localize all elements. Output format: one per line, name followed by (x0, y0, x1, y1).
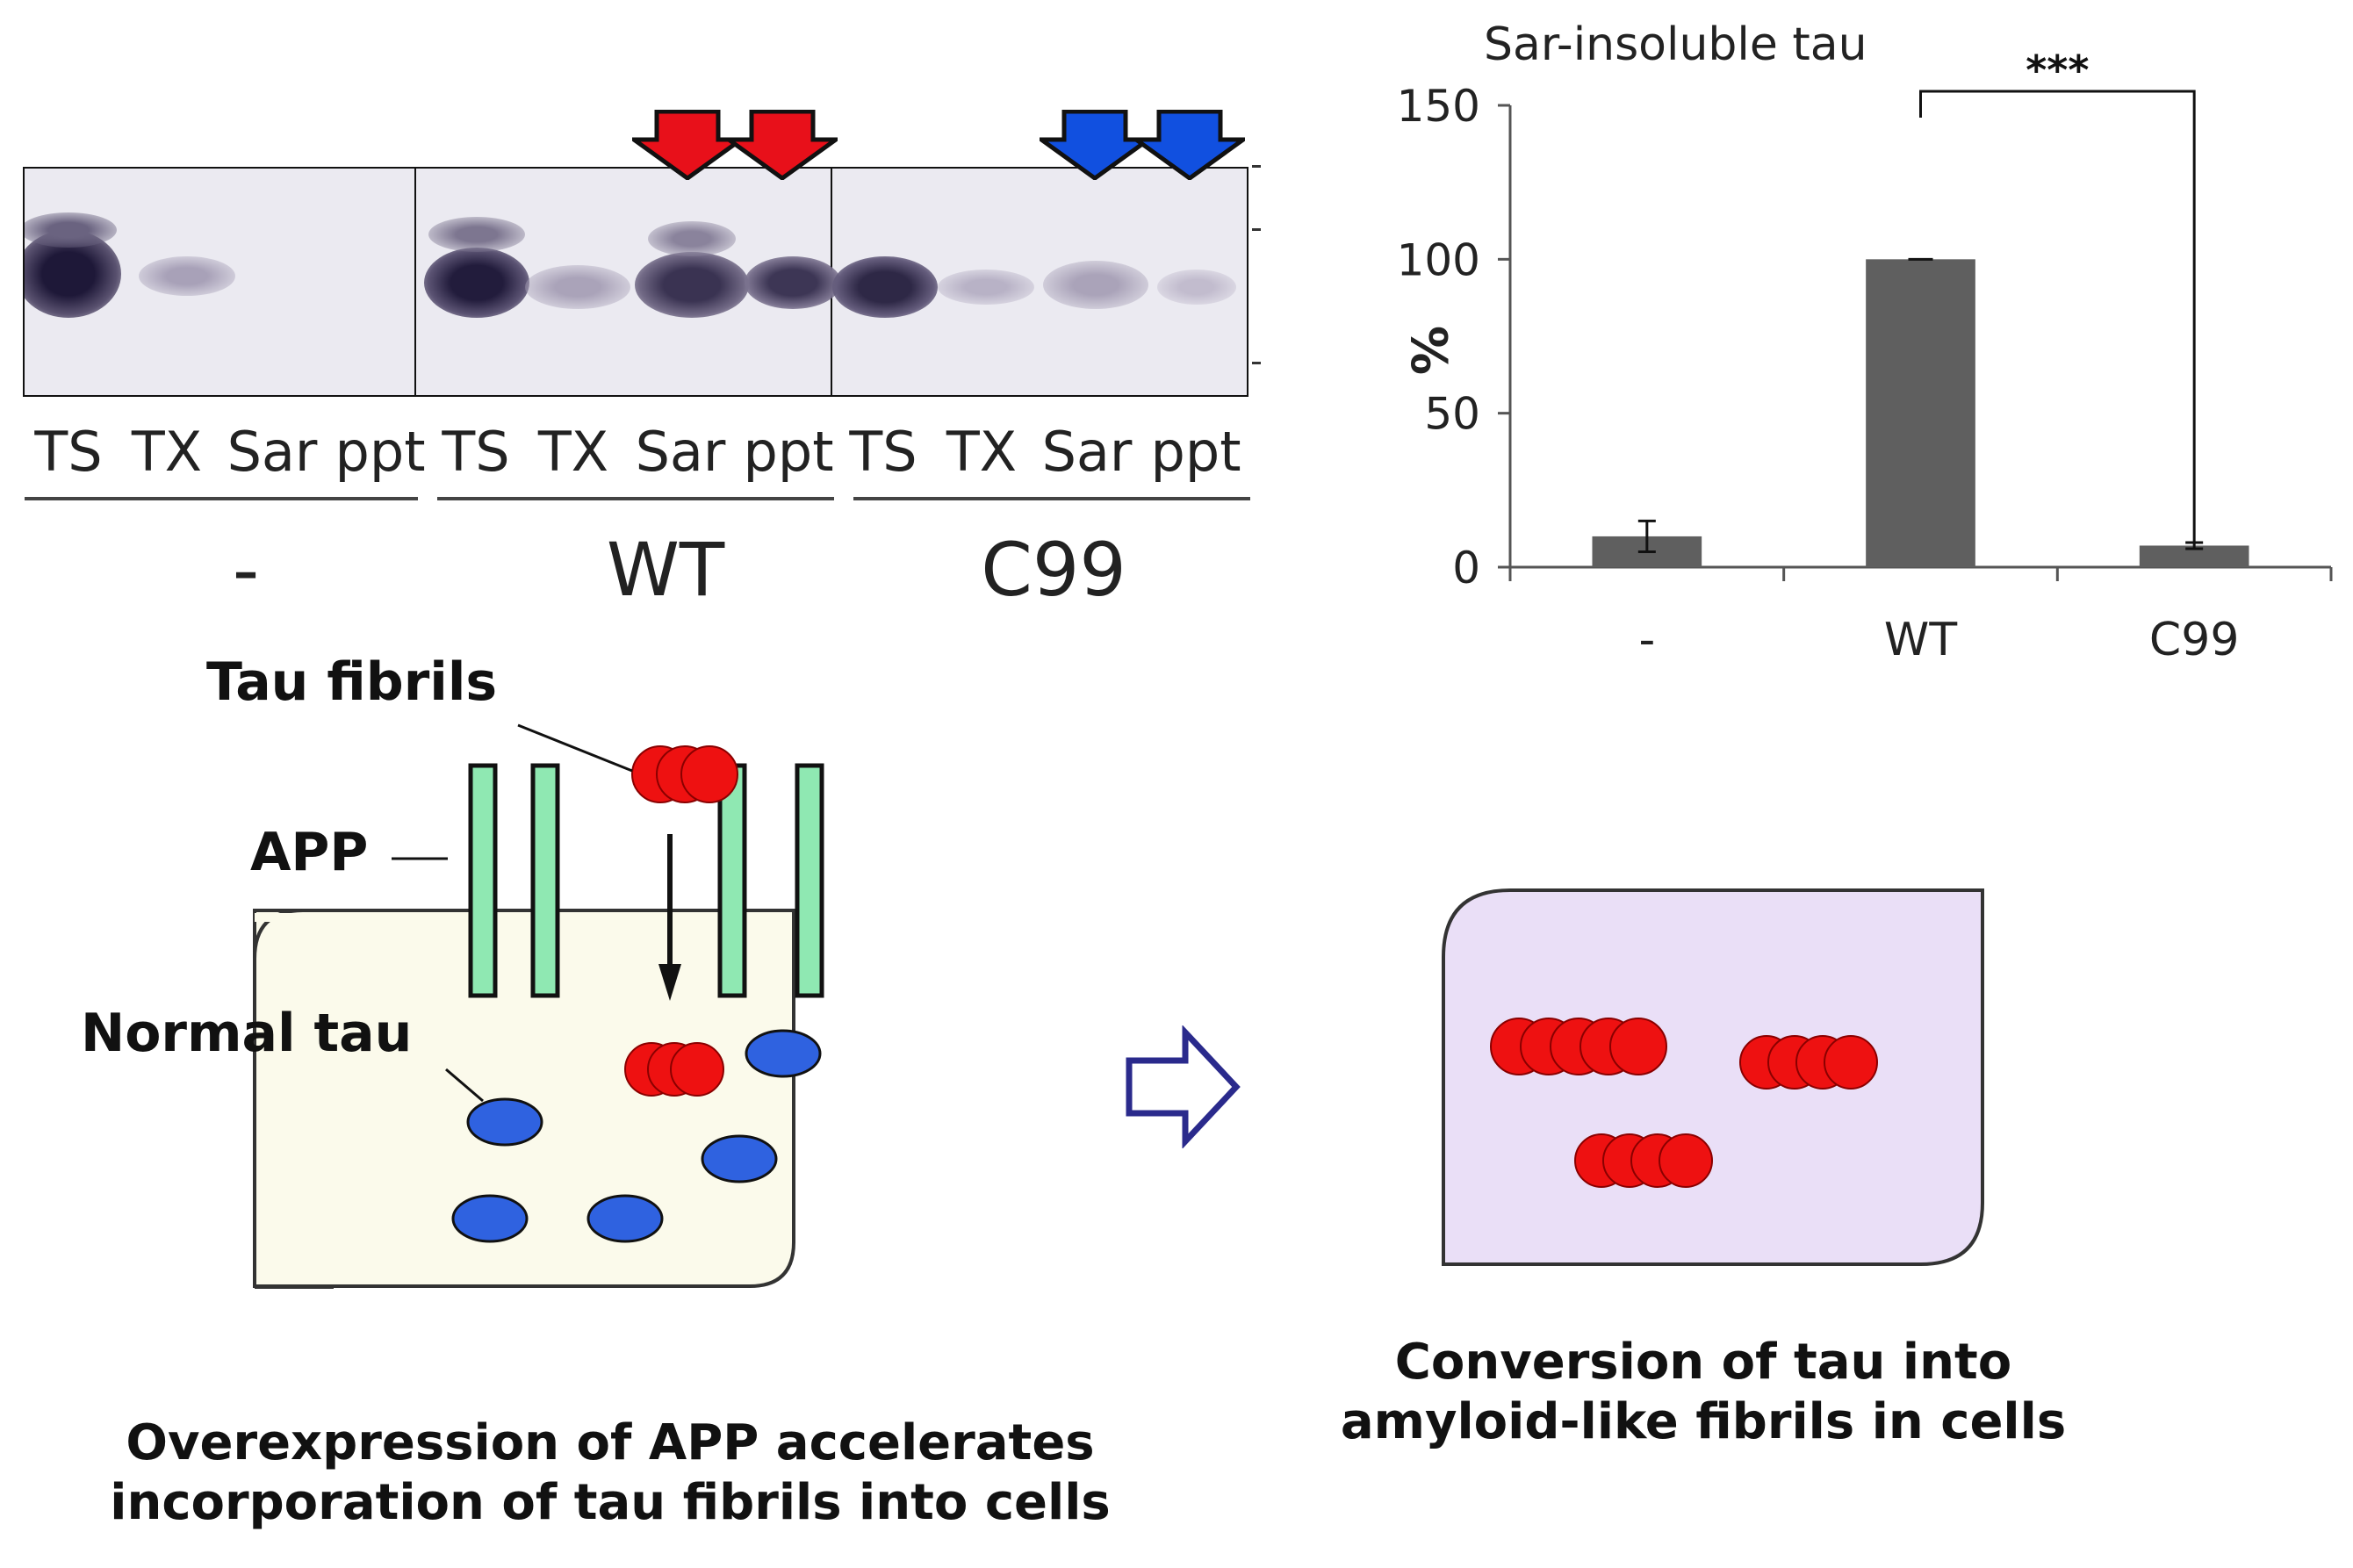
caption-right-line: amyloid-like fibrils in cells (1340, 1393, 2067, 1450)
blot-marker-tick (1252, 362, 1261, 364)
lane-label: Sar (227, 420, 318, 484)
y-tick-label: 150 (1397, 81, 1480, 132)
x-tick-label: WT (1884, 614, 1957, 666)
x-tick-label: C99 (2149, 614, 2239, 666)
normal-tau (701, 1134, 778, 1183)
uptake-arrowhead (658, 964, 681, 1001)
caption-left-line: Overexpression of APP accelerates (126, 1414, 1095, 1471)
caption-right: Conversion of tau into amyloid-like fibr… (1299, 1333, 2107, 1452)
lane-label: ppt (743, 420, 834, 484)
lane-label: TS (442, 420, 510, 484)
caption-left: Overexpression of APP accelerates incorp… (70, 1413, 1150, 1533)
lane-label: ppt (1150, 420, 1241, 484)
converted-cell-schematic (1442, 888, 1984, 1266)
y-tick-label: 0 (1452, 543, 1480, 593)
bar (1866, 259, 1975, 567)
x-tick-label: - (1638, 614, 1655, 666)
blot-lane-divider (414, 169, 416, 395)
blot-band (635, 252, 749, 318)
blue-arrow-icon (1134, 110, 1245, 180)
y-axis-label: % (1400, 326, 1457, 375)
caption-right-line: Conversion of tau into (1394, 1334, 2012, 1391)
cell-left (253, 909, 795, 1288)
group-label: C99 (981, 527, 1126, 613)
significance-bracket (1919, 90, 2196, 544)
lane-label: TS (34, 420, 103, 484)
significance-label: *** (2026, 47, 2089, 94)
cell-right (1442, 888, 1984, 1266)
normal-tau-pointer (445, 1068, 484, 1103)
bar-chart: Sar-insoluble tau % 0 50 100 150 - WT C99 *** (1397, 18, 2333, 666)
tau-fibrils-label: Tau fibrils (206, 651, 498, 713)
tau-fibril (1490, 1018, 1667, 1075)
app-receptor (468, 763, 498, 998)
group-label: - (232, 527, 260, 613)
lane-label: ppt (335, 420, 426, 484)
red-arrow-icon (632, 110, 743, 180)
y-tick-label: 50 (1424, 389, 1480, 440)
app-receptor (530, 763, 560, 998)
tau-fibrils-pointer (517, 723, 633, 773)
blot-marker-tick (1252, 228, 1261, 231)
normal-tau (586, 1194, 664, 1243)
blot-band (745, 256, 841, 309)
normal-tau (451, 1194, 529, 1243)
app-label: APP (250, 822, 369, 883)
y-tick-label: 100 (1397, 234, 1480, 285)
tau-fibril (1739, 1035, 1878, 1090)
lane-label: TS (849, 420, 917, 484)
lane-label: Sar (635, 420, 726, 484)
lane-label: TX (131, 420, 203, 484)
group-label: WT (606, 527, 725, 613)
normal-tau-label: Normal tau (81, 1003, 413, 1064)
group-underline (853, 497, 1250, 500)
caption-left-line: incorporation of tau fibrils into cells (110, 1474, 1111, 1531)
normal-tau (745, 1029, 822, 1078)
blot-band (1157, 270, 1236, 305)
blot-marker-tick (1252, 165, 1261, 168)
blot-band (832, 256, 938, 318)
blot-band (424, 248, 529, 318)
app-receptor (795, 763, 824, 998)
tau-fibril (624, 1042, 724, 1097)
blot-band (648, 221, 736, 256)
lane-label: TX (537, 420, 609, 484)
lane-label: Sar (1041, 420, 1133, 484)
blot-band (938, 270, 1034, 305)
red-arrow-icon (727, 110, 838, 180)
blot-band (139, 256, 235, 296)
blue-arrow-icon (1040, 110, 1150, 180)
chart-title: Sar-insoluble tau (1484, 18, 1867, 71)
blot-band (428, 217, 525, 252)
tau-fibril (631, 745, 738, 803)
tau-fibril (1574, 1133, 1713, 1188)
blot-band (525, 265, 630, 309)
lane-label: TX (946, 420, 1018, 484)
normal-tau (466, 1097, 543, 1147)
app-uptake-schematic (253, 723, 824, 1289)
group-underline (437, 497, 834, 500)
western-blot-image (23, 167, 1248, 397)
blot-band (25, 212, 117, 248)
blot-band (1043, 261, 1148, 309)
transition-arrow-icon (1126, 1025, 1241, 1148)
app-receptor (717, 763, 747, 998)
group-underline (25, 497, 418, 500)
